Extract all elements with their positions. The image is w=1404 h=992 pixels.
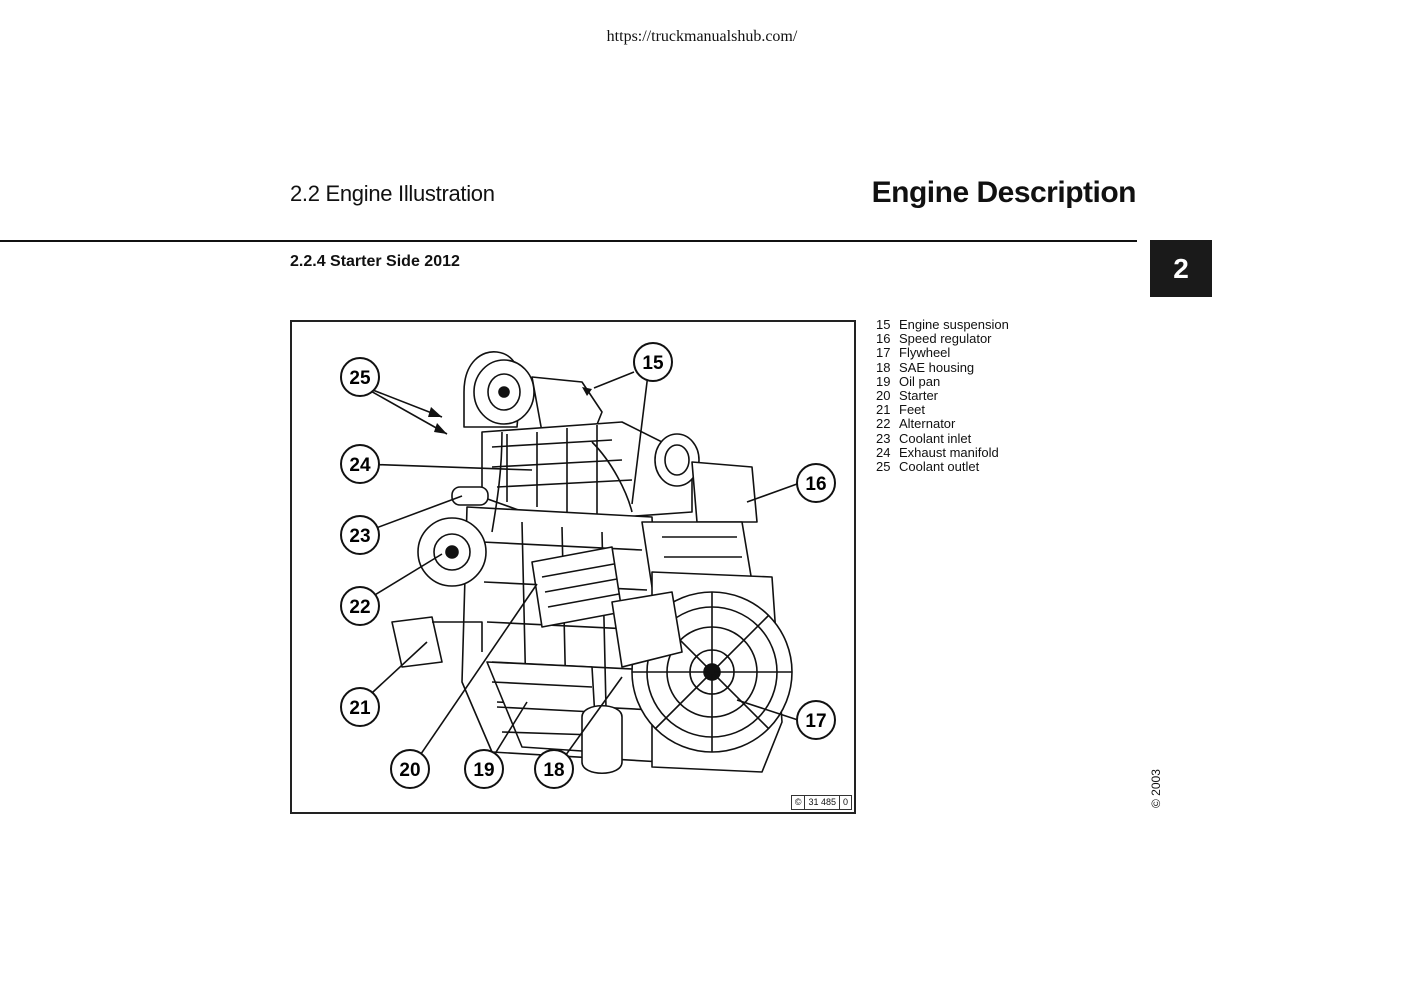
legend-item: 17 Flywheel — [876, 346, 1009, 360]
figure-code-number: 31 485 — [804, 796, 839, 809]
legend-item: 18 SAE housing — [876, 359, 1009, 375]
legend-item: 22 Alternator — [876, 417, 1009, 431]
legend-number: 25 — [876, 459, 891, 475]
callout-label: 17 — [805, 711, 826, 732]
chapter-title: Engine Description — [871, 176, 1137, 209]
legend-label: Coolant inlet — [899, 430, 972, 446]
callout-20: 20 — [390, 749, 430, 789]
engine-illustration: 25 15 24 16 23 22 21 17 20 19 18 — [340, 342, 836, 789]
callout-label: 21 — [349, 698, 371, 719]
engine-figure: 25 15 24 16 23 22 21 17 20 19 18 © 31 48… — [290, 320, 856, 814]
legend-number: 18 — [876, 359, 891, 375]
legend-item: 19 Oil pan — [876, 373, 1009, 389]
callout-label: 18 — [543, 760, 564, 781]
callout-label: 24 — [349, 455, 371, 476]
figure-code: © 31 485 0 — [790, 795, 852, 810]
legend-label: Engine suspension — [899, 317, 1009, 332]
copyright-notice: © 2003 — [1149, 769, 1163, 808]
callout-label: 23 — [349, 526, 370, 547]
legend-label: Coolant outlet — [899, 459, 980, 475]
leader-arrows — [428, 387, 592, 434]
callout-16: 16 — [796, 463, 836, 503]
callout-label: 15 — [642, 353, 664, 374]
callout-group: 25 15 24 16 23 22 21 17 20 19 18 — [340, 342, 836, 789]
callout-label: 19 — [473, 760, 494, 781]
legend-item: 16 Speed regulator — [876, 332, 1009, 346]
legend-label: Starter — [899, 388, 939, 404]
callout-24: 24 — [340, 444, 380, 484]
legend-number: 22 — [876, 416, 891, 432]
legend-label: Feet — [899, 402, 926, 418]
callout-15: 15 — [633, 342, 673, 382]
callout-21: 21 — [340, 687, 380, 727]
legend-item: 20 Starter — [876, 388, 1009, 404]
legend-item: 15 Engine suspension — [876, 317, 1009, 332]
engine-drawing — [391, 351, 793, 774]
figure-code-revision: 0 — [838, 796, 851, 809]
callout-25: 25 — [340, 357, 380, 397]
callout-17: 17 — [796, 700, 836, 740]
legend-item: 21 Feet — [876, 403, 1009, 417]
legend-number: 21 — [876, 402, 891, 418]
figure-code-copyright: © — [794, 797, 802, 807]
legend-number: 20 — [876, 388, 891, 404]
callout-19: 19 — [464, 749, 504, 789]
header-rule — [0, 240, 1137, 242]
chapter-tab: 2 — [1150, 240, 1212, 297]
subsection-title: 2.2.4 Starter Side 2012 — [290, 253, 460, 270]
legend-number: 24 — [876, 444, 891, 460]
legend-label: Alternator — [899, 416, 956, 432]
legend-number: 15 — [876, 317, 891, 332]
legend-label: Flywheel — [899, 345, 951, 361]
legend-item: 24 Exhaust manifold — [876, 444, 1009, 460]
parts-legend: 15 Engine suspension 16 Speed regulator 17… — [876, 317, 1009, 475]
legend-number: 16 — [876, 331, 891, 347]
section-title: 2.2 Engine Illustration — [290, 181, 495, 206]
legend-item: 23 Coolant inlet — [876, 430, 1009, 446]
callout-22: 22 — [340, 586, 380, 626]
legend-number: 19 — [876, 373, 891, 389]
callout-label: 16 — [805, 474, 826, 495]
legend-item: 25 Coolant outlet — [876, 459, 1009, 475]
legend-number: 23 — [876, 430, 891, 446]
callout-23: 23 — [340, 515, 380, 555]
source-url[interactable]: https://truckmanualshub.com/ — [606, 28, 798, 45]
legend-label: Oil pan — [899, 373, 941, 389]
legend-number: 17 — [876, 345, 891, 361]
legend-label: SAE housing — [899, 359, 975, 375]
legend-label: Speed regulator — [899, 331, 992, 347]
callout-18: 18 — [534, 749, 574, 789]
callout-label: 25 — [349, 368, 371, 389]
callout-label: 22 — [349, 597, 370, 618]
callout-label: 20 — [399, 760, 420, 781]
legend-label: Exhaust manifold — [899, 444, 999, 460]
